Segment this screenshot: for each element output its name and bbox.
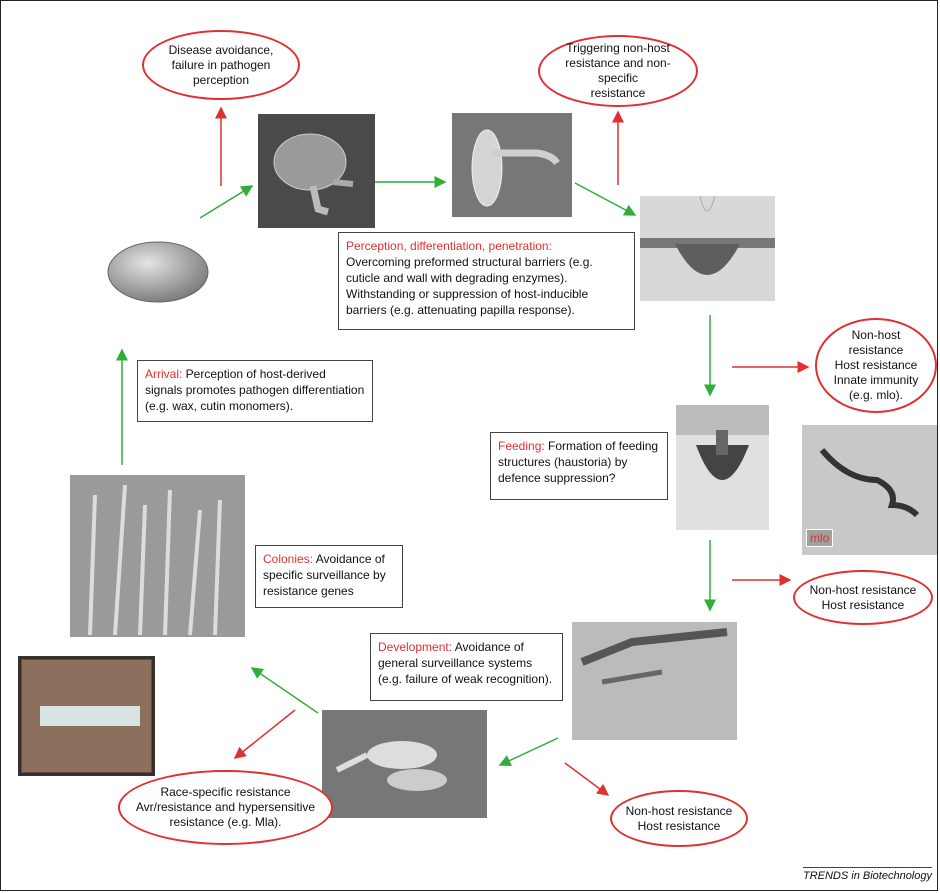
- box-arrival: Arrival: Perception of host-derived sign…: [137, 360, 373, 422]
- hypersensitive-leaf-image: [18, 656, 155, 776]
- appressorium-image: [452, 113, 572, 217]
- arrow-spore-to-colonies: [252, 668, 318, 713]
- colonies-image: [70, 475, 245, 637]
- ellipse-disease-avoidance: Disease avoidance,failure in pathogenper…: [142, 30, 300, 100]
- development-hyphae-image: [572, 622, 737, 740]
- haustorium-image: [676, 405, 769, 530]
- ellipse-nonhost-host-1: Non-host resistanceHost resistance: [793, 570, 933, 625]
- conidium-image: [103, 227, 213, 317]
- mlo-image: mlo: [802, 425, 937, 555]
- arrow-appressorium-to-penetration: [575, 183, 635, 215]
- ellipse-race-specific: Race-specific resistanceAvr/resistance a…: [118, 770, 333, 845]
- arrow-spore-to-germ: [200, 186, 252, 218]
- box-colonies: Colonies: Avoidance of specific surveill…: [255, 545, 403, 608]
- box-perception: Perception, differentiation, penetration…: [338, 232, 635, 330]
- mlo-label: mlo: [806, 529, 833, 547]
- arrow-to-nonhost-host-2: [565, 763, 608, 795]
- penetration-image: [640, 196, 775, 301]
- ellipse-nonhost-innate: Non-host resistanceHost resistanceInnate…: [815, 318, 937, 413]
- arrow-to-race-specific: [235, 710, 295, 758]
- footer-credit: TRENDS in Biotechnology: [803, 867, 932, 882]
- box-development: Development: Avoidance of general survei…: [370, 633, 563, 701]
- secondary-spores-image: [322, 710, 487, 818]
- ellipse-nonhost-nonspecific: Triggering non-hostresistance and non-sp…: [538, 35, 698, 107]
- box-feeding: Feeding: Formation of feeding structures…: [490, 432, 668, 500]
- ellipse-nonhost-host-2: Non-host resistanceHost resistance: [610, 790, 748, 847]
- germinating-conidium-image: [258, 114, 375, 228]
- arrow-development-to-spore: [500, 738, 558, 765]
